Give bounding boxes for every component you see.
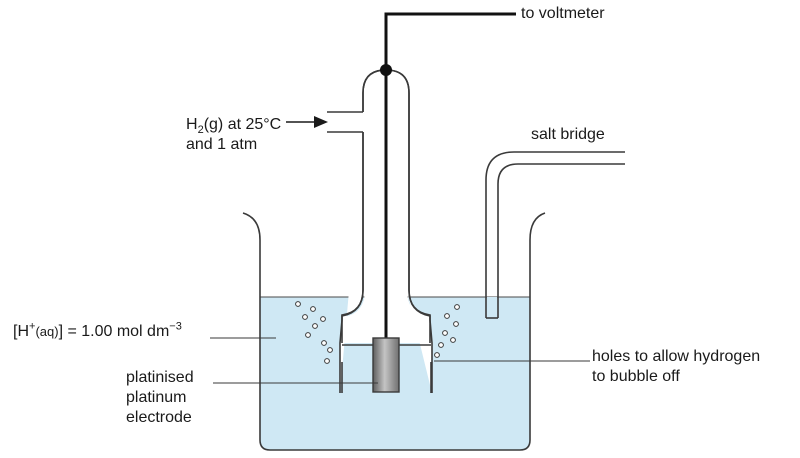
beaker bbox=[242, 212, 546, 451]
h2-state: (g) at 25 bbox=[203, 116, 264, 133]
hydrogen-gas-label: H2(g) at 25°C and 1 atm bbox=[186, 115, 281, 155]
conc-rest: ] = 1.00 mol dm bbox=[58, 323, 170, 340]
concentration-label: [H+(aq)] = 1.00 mol dm−3 bbox=[13, 320, 182, 342]
conc-exponent: −3 bbox=[169, 320, 182, 333]
conc-state: (aq) bbox=[35, 324, 59, 339]
h2-symbol: H bbox=[186, 116, 198, 133]
platinum-electrode bbox=[372, 337, 400, 393]
salt-bridge-interior bbox=[487, 297, 497, 317]
salt-bridge-label: salt bridge bbox=[531, 126, 605, 143]
electrode-line3: electrode bbox=[126, 409, 192, 426]
salt-bridge bbox=[485, 151, 625, 318]
conc-open: [H bbox=[13, 323, 29, 340]
electrode-line1: platinised bbox=[126, 369, 194, 386]
tube-outline-left bbox=[362, 69, 431, 343]
holes-label: holes to allow hydrogen to bubble off bbox=[592, 347, 760, 387]
h2-unit: °C bbox=[263, 116, 282, 133]
tube-outline-right bbox=[341, 132, 364, 343]
voltmeter-label: to voltmeter bbox=[521, 5, 605, 22]
conc-sup: + bbox=[29, 320, 36, 333]
bubbles-right bbox=[434, 304, 460, 358]
seal-bead bbox=[380, 64, 392, 76]
voltmeter-wire bbox=[384, 12, 516, 68]
hydrogen-gas-line2: and 1 atm bbox=[186, 136, 258, 153]
gas-inlet-interior bbox=[327, 113, 363, 131]
holes-line2: to bubble off bbox=[592, 368, 680, 385]
holes-line1: holes to allow hydrogen bbox=[592, 348, 761, 365]
electrode-label: platinised platinum electrode bbox=[126, 368, 194, 428]
h2-arrow-head bbox=[314, 116, 328, 128]
h2-subscript: 2 bbox=[197, 124, 204, 137]
electrode-line2: platinum bbox=[126, 389, 187, 406]
bubbles-left bbox=[295, 301, 333, 364]
gas-inlet-tube bbox=[327, 111, 363, 133]
hydrogen-gas-line1: H2(g) at 25°C bbox=[186, 115, 282, 137]
